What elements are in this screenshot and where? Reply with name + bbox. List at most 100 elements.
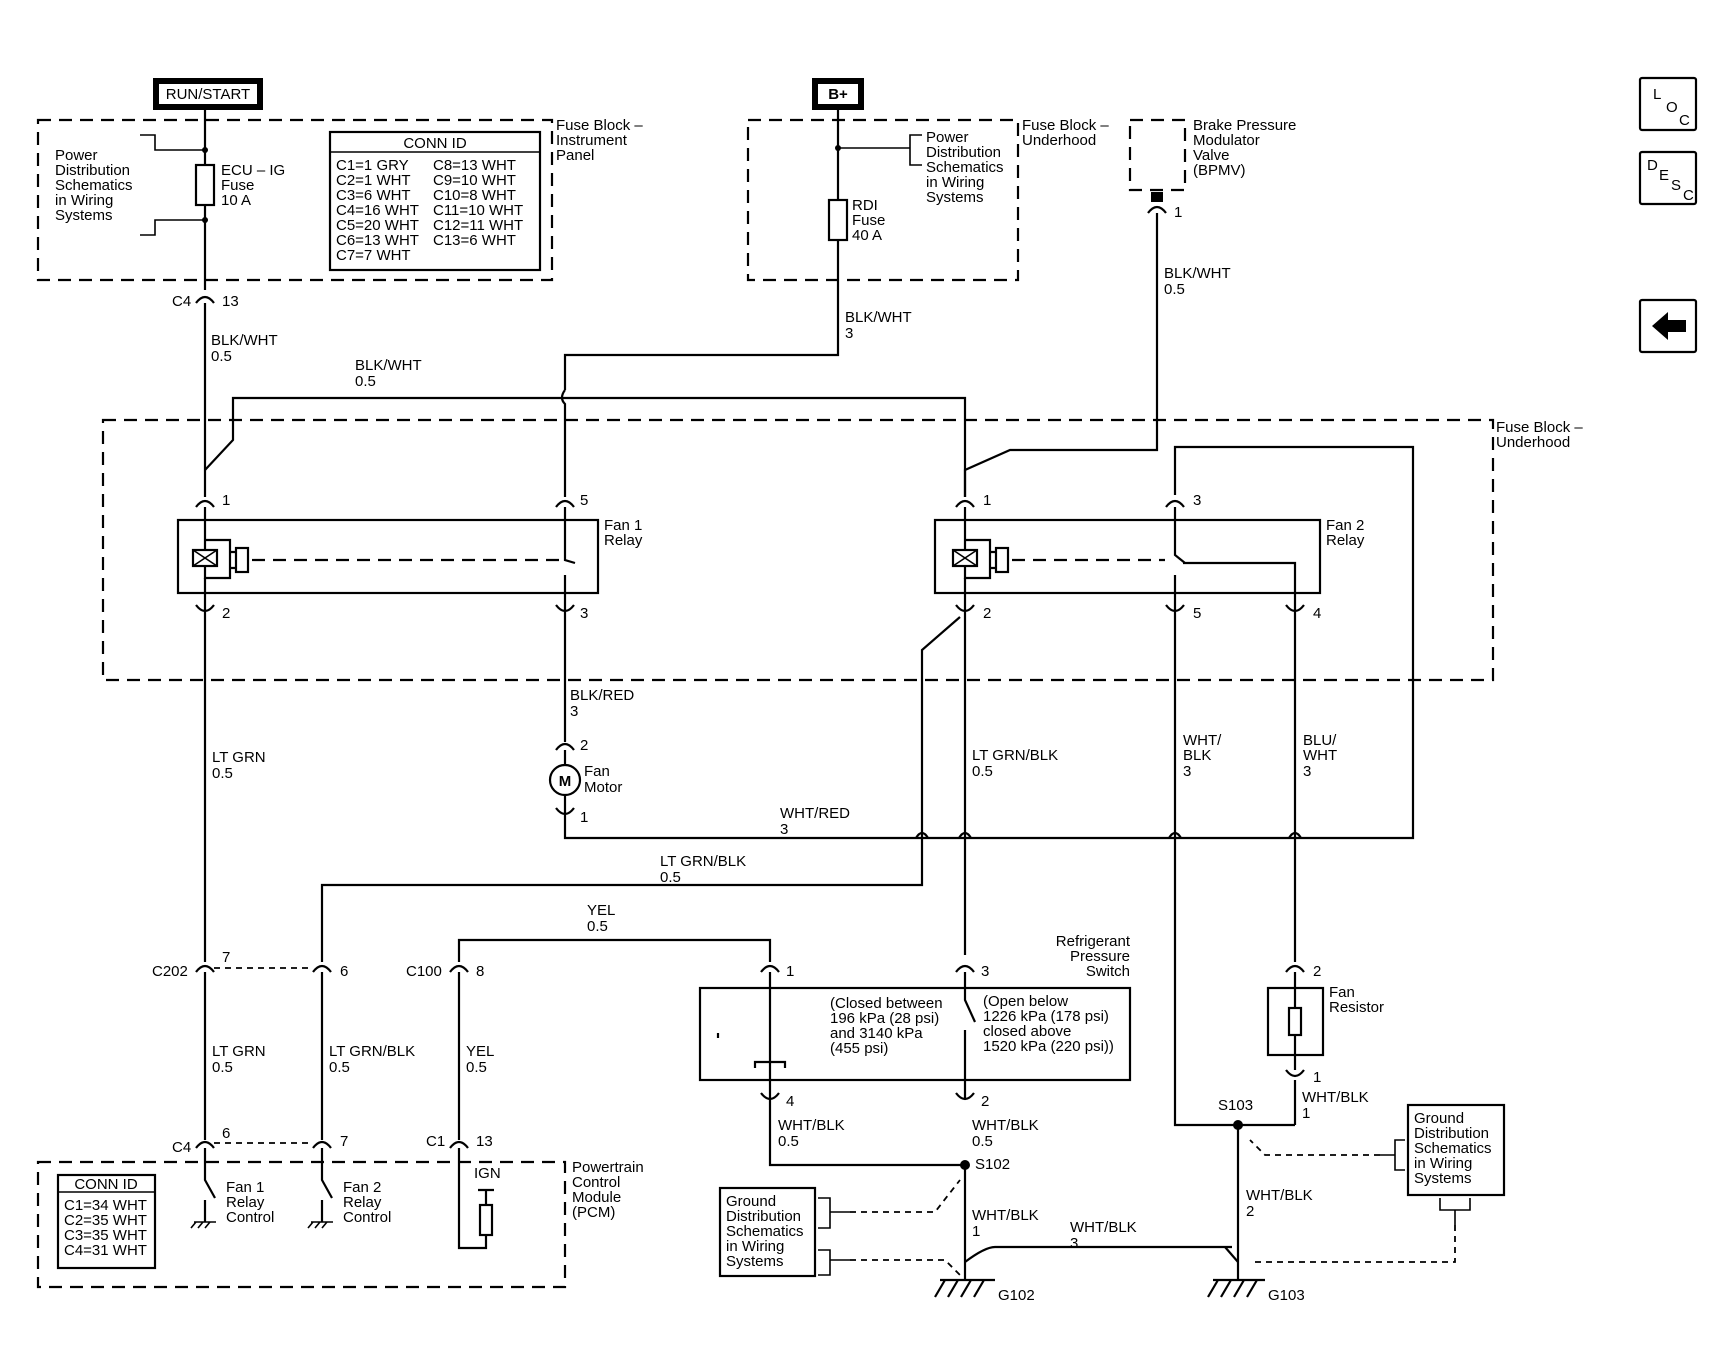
svg-text:Schematics: Schematics xyxy=(926,159,1004,176)
wire-gauge-blu-wht: 3 xyxy=(1303,763,1311,780)
svg-text:2: 2 xyxy=(1313,963,1321,980)
wire-gauge-blk-red: 3 xyxy=(570,703,578,720)
desc-button[interactable]: D E S C xyxy=(1638,150,1698,206)
svg-text:C3=35 WHT: C3=35 WHT xyxy=(64,1227,147,1244)
svg-text:Relay: Relay xyxy=(343,1194,382,1211)
wire-label-wht-blk-a: WHT/ xyxy=(1183,732,1222,749)
wire-label-yel-a: YEL xyxy=(587,902,615,919)
fuse-block-uh-top-title-1: Fuse Block – xyxy=(1022,117,1109,134)
svg-text:6: 6 xyxy=(222,1125,230,1142)
refrigerant-pressure-switch: 1 3 (Closed between 196 kPa (28 psi) and… xyxy=(698,963,1132,1110)
svg-text:2: 2 xyxy=(222,605,230,622)
wire-label-blk-wht-c: BLK/WHT xyxy=(1164,265,1231,282)
svg-text:C4=16 WHT: C4=16 WHT xyxy=(336,202,419,219)
pcm-title-1: Powertrain xyxy=(572,1159,644,1176)
wire-gauge-blk-wht-b: 3 xyxy=(845,325,853,342)
svg-text:Distribution: Distribution xyxy=(55,162,130,179)
fan-motor: 2 M 1 Fan Motor xyxy=(548,737,622,826)
svg-text:Ground: Ground xyxy=(1414,1110,1464,1127)
c202-connector: C202 7 6 xyxy=(152,949,348,980)
svg-text:Control: Control xyxy=(343,1209,391,1226)
fan-1-relay: 1 5 2 3 Fan 1 Relay xyxy=(176,492,643,622)
svg-text:1: 1 xyxy=(786,963,794,980)
svg-text:4: 4 xyxy=(1313,605,1321,622)
svg-text:C: C xyxy=(1679,112,1690,129)
svg-text:Relay: Relay xyxy=(604,532,643,549)
svg-text:D: D xyxy=(1647,157,1658,174)
ground-distribution-ref-right: Ground Distribution Schematics in Wiring… xyxy=(1249,1103,1506,1263)
svg-text:CONN ID: CONN ID xyxy=(74,1176,138,1193)
run-start-source: RUN/START xyxy=(153,78,263,110)
wire-label-blk-wht-b: BLK/WHT xyxy=(845,309,912,326)
rdi-fuse-label-1: RDI xyxy=(852,197,878,214)
rdi-fuse-label-3: 40 A xyxy=(852,227,882,244)
ecu-ig-fuse xyxy=(194,163,216,207)
svg-text:3: 3 xyxy=(580,605,588,622)
wire-label-lt-grn-blk-c: LT GRN/BLK xyxy=(329,1043,415,1060)
wire-label-wht-red: WHT/RED xyxy=(780,805,850,822)
wire-gauge-blk-wht-d: 0.5 xyxy=(355,373,376,390)
svg-text:C4: C4 xyxy=(172,293,191,310)
pcm-outline xyxy=(36,1160,567,1289)
pcm-title-4: (PCM) xyxy=(572,1204,615,1221)
wire-gauge-wht-blk-a: 3 xyxy=(1183,763,1191,780)
svg-text:C4: C4 xyxy=(172,1139,191,1156)
wire-label-wht-blk-e: WHT/BLK xyxy=(1302,1089,1369,1106)
svg-text:Systems: Systems xyxy=(926,189,984,206)
ground-distribution-ref-left: Ground Distribution Schematics in Wiring… xyxy=(718,1179,961,1278)
svg-text:Distribution: Distribution xyxy=(726,1208,801,1225)
wire-label-wht-blk-g: WHT/BLK xyxy=(1070,1219,1137,1236)
svg-text:2: 2 xyxy=(983,605,991,622)
svg-text:C1=34 WHT: C1=34 WHT xyxy=(64,1197,147,1214)
svg-text:Systems: Systems xyxy=(55,207,113,224)
wire-gauge-wht-blk-d: 1 xyxy=(972,1223,980,1240)
back-button[interactable] xyxy=(1638,298,1698,354)
wire-gauge-yel-a: 0.5 xyxy=(587,918,608,935)
fan-2-relay: 1 3 2 5 4 Fan 2 Relay xyxy=(933,492,1365,622)
svg-text:Power: Power xyxy=(926,129,969,146)
svg-text:Control: Control xyxy=(226,1209,274,1226)
svg-text:Fan 1: Fan 1 xyxy=(226,1179,264,1196)
svg-text:Resistor: Resistor xyxy=(1329,999,1384,1016)
svg-text:8: 8 xyxy=(476,963,484,980)
svg-text:Motor: Motor xyxy=(584,779,622,796)
svg-text:L: L xyxy=(1653,86,1661,103)
wire-label-blk-wht-a: BLK/WHT xyxy=(211,332,278,349)
loc-button[interactable]: L O C xyxy=(1638,76,1698,132)
svg-text:Distribution: Distribution xyxy=(926,144,1001,161)
pcm-title-3: Module xyxy=(572,1189,621,1206)
wire-gauge-lt-grn-a: 0.5 xyxy=(212,765,233,782)
wire-gauge-wht-blk-f: 2 xyxy=(1246,1203,1254,1220)
svg-text:Schematics: Schematics xyxy=(726,1223,804,1240)
svg-text:C202: C202 xyxy=(152,963,188,980)
fuse-block-uh-title-2: Underhood xyxy=(1496,434,1570,451)
s103-splice xyxy=(1233,1120,1243,1130)
svg-text:C2=35 WHT: C2=35 WHT xyxy=(64,1212,147,1229)
svg-text:C8=13 WHT: C8=13 WHT xyxy=(433,157,516,174)
svg-text:13: 13 xyxy=(222,293,239,310)
wire-label-wht-blk-b: WHT/BLK xyxy=(778,1117,845,1134)
wire-label-lt-grn-blk-a: LT GRN/BLK xyxy=(972,747,1058,764)
wire-label-blu-wht2: WHT xyxy=(1303,747,1337,764)
wire-gauge-lt-grn-b: 0.5 xyxy=(212,1059,233,1076)
svg-text:3: 3 xyxy=(981,963,989,980)
c100-connector: C100 8 xyxy=(406,963,484,980)
svg-text:4: 4 xyxy=(786,1093,794,1110)
wire-label-blk-red: BLK/RED xyxy=(570,687,634,704)
svg-text:C10=8 WHT: C10=8 WHT xyxy=(433,187,516,204)
svg-text:(455 psi): (455 psi) xyxy=(830,1040,888,1057)
c4-pcm-connector: C4 6 7 xyxy=(172,1125,348,1156)
svg-text:C4=31 WHT: C4=31 WHT xyxy=(64,1242,147,1259)
svg-text:5: 5 xyxy=(580,492,588,509)
svg-text:5: 5 xyxy=(1193,605,1201,622)
svg-text:in Wiring: in Wiring xyxy=(55,192,113,209)
svg-text:Schematics: Schematics xyxy=(55,177,133,194)
svg-text:1: 1 xyxy=(222,492,230,509)
svg-text:C13=6 WHT: C13=6 WHT xyxy=(433,232,516,249)
c1-pcm-connector: C1 13 xyxy=(426,1133,493,1150)
fuse-block-ip-title-3: Panel xyxy=(556,147,594,164)
svg-text:C1: C1 xyxy=(426,1133,445,1150)
bpmv-label-3: Valve xyxy=(1193,147,1229,164)
fuse-block-uh-outline xyxy=(101,418,1495,682)
svg-text:Ground: Ground xyxy=(726,1193,776,1210)
